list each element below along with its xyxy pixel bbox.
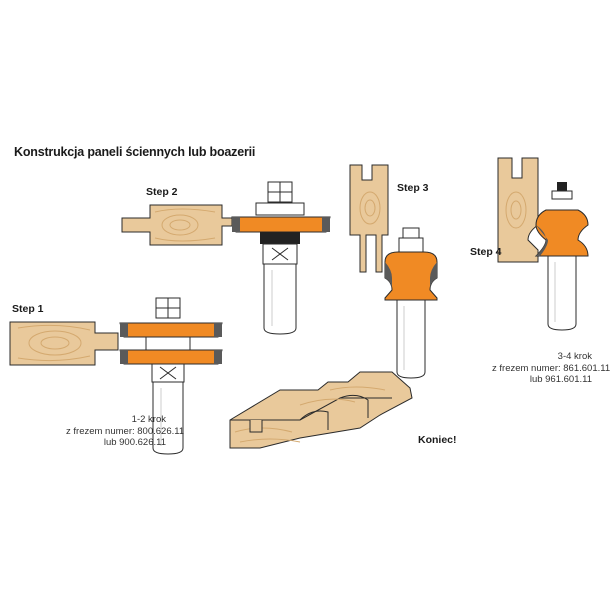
step4-router-bit <box>534 182 589 331</box>
step1-router-bit <box>119 297 223 455</box>
step1-board <box>9 321 119 366</box>
note-left: 1-2 krok z frezem numer: 800.626.11 lub … <box>66 414 185 449</box>
step2-router-bit <box>231 181 331 335</box>
step4-board <box>497 157 539 263</box>
step4-label: Step 4 <box>470 246 502 258</box>
note-right-line1: 3-4 krok <box>557 351 592 362</box>
note-right-line2: z frezem numer: 861.601.11 <box>492 362 610 374</box>
step2-label: Step 2 <box>146 186 178 198</box>
step3-label: Step 3 <box>397 182 429 194</box>
note-left-line2: z frezem numer: 800.626.11 <box>66 425 185 437</box>
step1-label: Step 1 <box>12 303 44 315</box>
step3-router-bit <box>384 227 438 379</box>
note-right: 3-4 krok z frezem numer: 861.601.11 lub … <box>492 351 610 386</box>
page-title: Konstrukcja paneli ściennych lub boazeri… <box>14 145 256 159</box>
step3-board <box>349 164 389 273</box>
final-label: Koniec! <box>418 434 457 446</box>
step2-board <box>121 204 233 246</box>
note-left-line1: 1-2 krok <box>131 414 166 425</box>
note-right-line3: lub 961.601.11 <box>529 374 592 385</box>
note-left-line3: lub 900.626.11 <box>103 437 166 448</box>
final-assembled-boards <box>229 371 413 449</box>
